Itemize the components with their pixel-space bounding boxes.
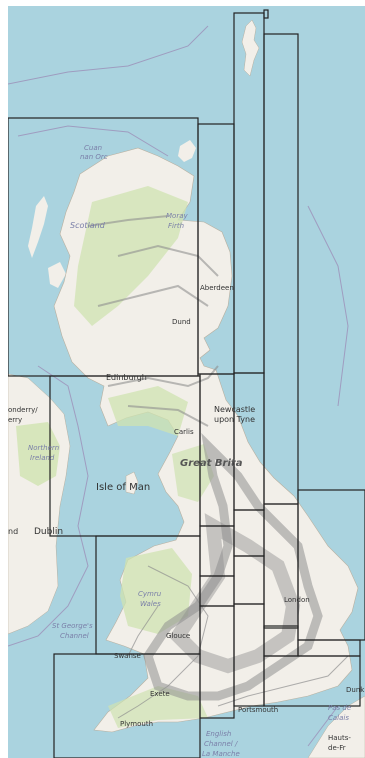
label-moray-2: Firth xyxy=(168,222,184,230)
map-labels: Cuan nan Orc Scotland Moray Firth Aberde… xyxy=(8,144,365,758)
orkney-islands xyxy=(178,140,196,162)
label-cymru: Cymru xyxy=(138,590,162,598)
label-northern-ireland-2: Ireland xyxy=(30,454,55,462)
label-dundee: Dund xyxy=(172,318,191,326)
label-newcastle: Newcastle xyxy=(214,405,255,414)
map-view[interactable]: Cuan nan Orc Scotland Moray Firth Aberde… xyxy=(8,6,365,758)
label-st-georges: St George's xyxy=(52,622,93,630)
label-isle-of-man: Isle of Man xyxy=(96,482,150,493)
label-swansea: Swanse xyxy=(114,652,141,660)
label-hauts: Hauts- xyxy=(328,734,351,742)
label-newcastle-2: upon Tyne xyxy=(214,415,255,424)
france-coast xyxy=(307,695,365,758)
label-london: London xyxy=(284,596,310,604)
tile-grid xyxy=(8,9,365,758)
label-pas-de-calais: Pas de xyxy=(328,704,351,712)
lake-district-green xyxy=(172,444,214,502)
road-network xyxy=(87,215,349,719)
label-moray: Moray xyxy=(166,212,188,220)
label-exeter: Exete xyxy=(150,690,170,698)
label-edinburgh: Edinburgh xyxy=(106,373,147,382)
label-dunkirk: Dunk xyxy=(346,686,365,694)
highlands-green xyxy=(74,186,188,326)
label-cuan-2: nan Orc xyxy=(80,153,108,161)
label-aberdeen: Aberdeen xyxy=(200,284,234,292)
label-londonderry: onderry/ xyxy=(8,406,38,414)
southern-uplands-green xyxy=(108,386,188,436)
western-isles xyxy=(28,196,48,258)
northern-ireland-green xyxy=(16,422,60,486)
map-canvas[interactable]: Cuan nan Orc Scotland Moray Firth Aberde… xyxy=(8,6,365,758)
wales-green xyxy=(120,548,192,634)
label-great-britain: Great Brita xyxy=(180,458,243,469)
skye xyxy=(48,262,66,288)
shetland-islands xyxy=(241,19,260,77)
label-english-channel-2: Channel / xyxy=(204,740,238,748)
label-gloucester: Glouce xyxy=(166,632,190,640)
isle-of-man xyxy=(125,471,139,495)
label-st-georges-2: Channel xyxy=(60,632,89,640)
maritime-boundaries xyxy=(8,25,349,747)
label-pas-de-calais-2: Calais xyxy=(328,714,349,722)
label-scotland: Scotland xyxy=(70,221,106,230)
label-portsmouth: Portsmouth xyxy=(238,706,278,714)
label-wales: Wales xyxy=(140,600,161,608)
label-dublin: Dublin xyxy=(34,527,63,537)
label-la-manche: La Manche xyxy=(202,750,240,758)
label-northern-ireland: Northern xyxy=(28,444,59,452)
label-de-france: de-Fr xyxy=(328,744,346,752)
label-ireland-fragment: nd xyxy=(8,527,18,536)
label-londonderry-2: erry xyxy=(8,416,22,424)
label-cuan: Cuan xyxy=(84,144,102,152)
label-plymouth: Plymouth xyxy=(120,720,153,728)
label-carlisle: Carlis xyxy=(174,428,194,436)
label-english-channel: English xyxy=(206,730,231,738)
